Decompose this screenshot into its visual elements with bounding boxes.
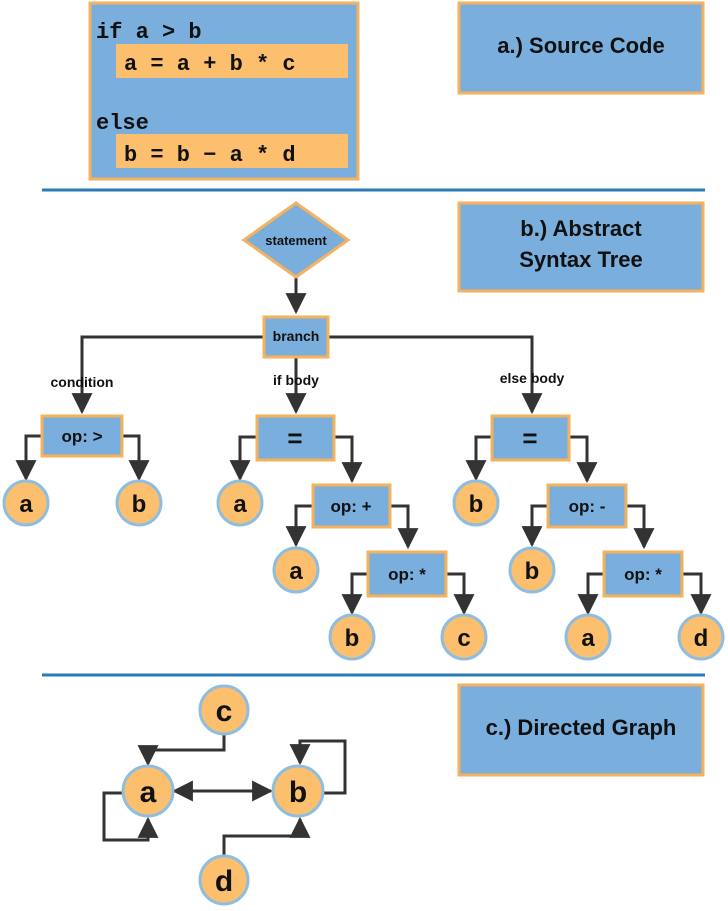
graph-node-c: c [198,684,250,736]
ast-node-if-plus-label: op: + [330,497,371,516]
ast-node-if-mul-label: op: * [388,565,426,584]
graph-edge-b-self [289,739,347,795]
graph-edges [102,734,347,856]
section-title-b-line1: b.) Abstract [520,216,642,241]
graph-node-b-label: b [289,776,307,809]
code-line-if: if a > b [96,20,202,45]
ast-node-statement: statement [241,201,351,279]
ast-node-else-mul: op: * [602,550,684,598]
source-code-panel: if a > b a = a + b * c else b = b − a * … [88,1,360,181]
ast-node-else-assign: = [490,414,571,462]
section-title-b: b.) Abstract Syntax Tree [457,201,705,293]
section-title-a-text: a.) Source Code [497,33,664,58]
ast-leaf-if-plus-left-label: a [289,558,303,585]
ast-node-else-minus-label: op: - [569,497,606,516]
ast-leaf-cond-left: a [2,479,50,527]
code-line-if-body: a = a + b * c [124,52,296,77]
if-body-highlight [116,44,348,78]
ast-leaf-else-mul-right-label: d [694,625,709,652]
edge-label-condition: condition [51,374,114,390]
ast-leaf-cond-right-label: b [132,491,147,518]
section-title-a: a.) Source Code [457,1,705,95]
edge-label-if-body: if body [273,372,319,388]
section-title-c-text: c.) Directed Graph [486,715,677,740]
ast-leaf-if-mul-right: c [440,613,488,661]
graph-edge-c-a [137,734,226,767]
ast-leaf-else-mul-left: a [564,613,612,661]
ast-node-cond-op-label: op: > [61,427,102,446]
ast-node-else-assign-label: = [522,423,537,453]
else-body-highlight [116,134,348,168]
graph-node-c-label: c [216,695,233,728]
graph-edge-d-b [222,816,311,856]
ast-node-if-assign-label: = [287,423,302,453]
ast-node-else-minus: op: - [546,483,628,529]
ast-leaf-cond-right: b [115,479,163,527]
graph-node-d: d [198,854,250,906]
section-title-c: c.) Directed Graph [457,683,705,777]
code-line-else-body: b = b − a * d [124,143,296,168]
ast-leaf-if-mul-left: b [328,613,376,661]
graph-node-a-label: a [140,776,157,809]
ast-node-statement-label: statement [265,233,327,248]
ast-leaf-else-minus-left-label: b [525,558,540,585]
ast-leaf-else-mul-right: d [677,613,725,661]
graph-node-b: b [271,764,325,818]
ast-node-branch: branch [262,315,330,359]
ast-leaf-else-mul-left-label: a [581,625,595,652]
graph-edge-a-self [102,791,159,842]
ast-node-if-assign: = [255,414,336,462]
ast-node-if-mul: op: * [366,550,448,598]
ast-node-branch-label: branch [273,328,320,344]
graph-node-a: a [121,764,175,818]
ast-connectors [15,278,712,616]
section-title-b-line2: Syntax Tree [519,247,643,272]
edge-label-else-body: else body [500,370,565,386]
code-line-else: else [96,111,149,136]
graph-node-d-label: d [215,865,233,898]
ast-leaf-if-mul-right-label: c [457,625,470,652]
ast-leaf-if-mul-left-label: b [345,625,360,652]
ast-leaf-if-target: a [216,479,264,527]
ast-node-cond-op: op: > [40,414,124,458]
ast-leaf-else-target: b [452,479,500,527]
ast-node-else-mul-label: op: * [624,565,662,584]
ast-leaf-else-target-label: b [469,491,484,518]
ast-leaf-if-plus-left: a [272,546,320,594]
ast-node-if-plus: op: + [311,483,392,529]
ast-leaf-if-target-label: a [233,491,247,518]
ast-leaf-cond-left-label: a [19,491,33,518]
ast-leaf-else-minus-left: b [508,546,556,594]
